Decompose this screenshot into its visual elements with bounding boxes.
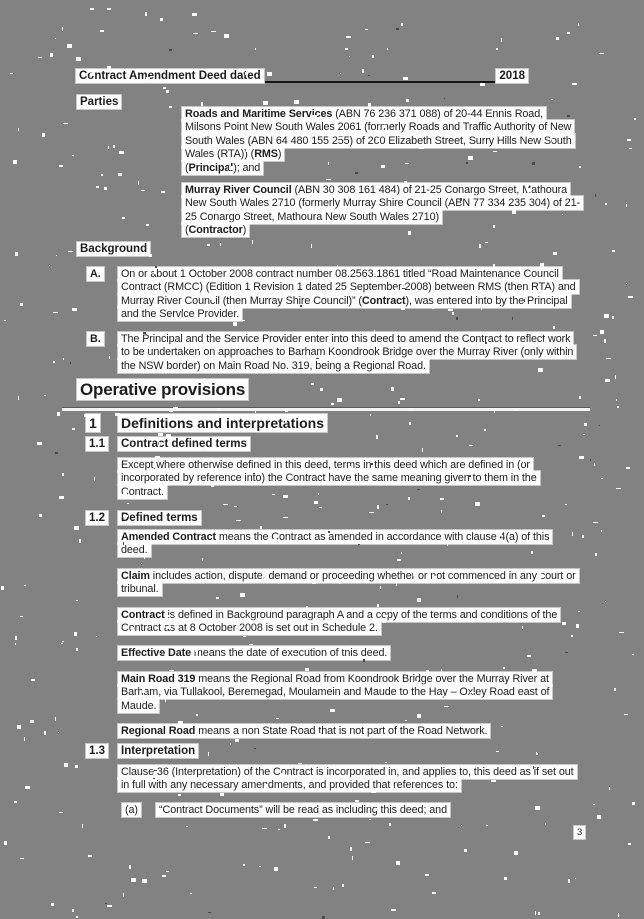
section-1-1-paragraph: Except where otherwise defined in this d…: [118, 458, 580, 499]
section-1-3-paragraph: Clause 36 (Interpretation) of the Contra…: [118, 765, 580, 793]
page-number: 3: [574, 826, 586, 839]
clause-a-text: “Contract Documents” will be read as inc…: [156, 803, 576, 817]
recital-b: The Principal and the Service Provider e…: [118, 332, 580, 373]
section-1-3-number: 1.3: [86, 744, 108, 758]
defined-terms-list: Amended Contract means the Contract as a…: [118, 530, 580, 750]
operative-provisions-heading: Operative provisions: [77, 379, 249, 400]
definition-regional-road: Regional Road means a non State Road tha…: [118, 724, 580, 739]
party-contractor: Murray River Council (ABN 30 308 161 484…: [182, 183, 583, 238]
section-divider-rule: [62, 407, 590, 411]
definition-main-road-319: Main Road 319 means the Regional Road fr…: [118, 671, 580, 713]
deed-title-row: Contract Amendment Deed dated 2018: [76, 68, 528, 83]
definition-amended-contract: Amended Contract means the Contract as a…: [118, 530, 580, 558]
deed-title: Contract Amendment Deed dated: [76, 69, 264, 83]
section-1-3-heading: Interpretation: [118, 744, 199, 758]
recital-b-marker: B.: [87, 332, 104, 346]
section-1-2-number: 1.2: [86, 511, 108, 525]
definition-claim: Claim includes action, dispute, demand o…: [118, 568, 580, 597]
section-1-1-number: 1.1: [86, 437, 108, 451]
clause-a-marker: (a): [122, 803, 141, 817]
date-blank-line: [264, 68, 496, 83]
background-label: Background: [77, 242, 151, 256]
section-1-number: 1: [86, 414, 100, 432]
party-principal: Roads and Maritime Services (ABN 76 236 …: [182, 107, 581, 175]
deed-year: 2018: [496, 69, 528, 83]
definition-effective-date: Effective Date means the date of executi…: [118, 646, 580, 661]
recital-a-marker: A.: [87, 267, 104, 281]
section-1-2-heading: Defined terms: [118, 511, 201, 525]
recital-a: On or about 1 October 2008 contract numb…: [118, 267, 580, 322]
parties-label: Parties: [77, 95, 122, 109]
definition-contract: Contract is defined in Background paragr…: [118, 607, 580, 636]
section-1-heading: Definitions and interpretations: [118, 414, 328, 432]
section-1-1-heading: Contract defined terms: [118, 437, 250, 451]
